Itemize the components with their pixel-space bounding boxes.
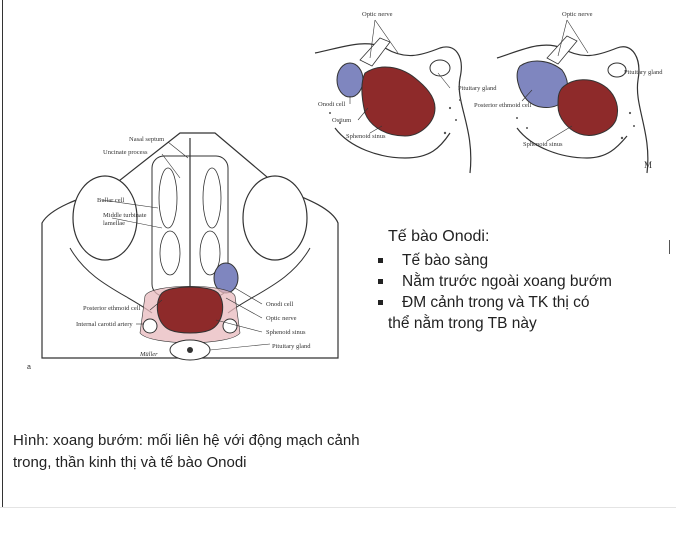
label-pituitary-gland-1: Pituitary gland	[458, 85, 497, 92]
figure-caption: Hình: xoang bướm: mối liên hệ với động m…	[13, 430, 433, 474]
label-internal-carotid-artery: Internal carotid artery	[76, 321, 133, 328]
left-carotid-artery	[142, 318, 158, 334]
label-middle-turbinate-lamellae: Middle turbinate lamellae	[103, 212, 147, 227]
sphenoid-sinus-shape	[557, 79, 619, 136]
label-optic-nerve-1: Optic nerve	[362, 11, 393, 18]
ethmoid-cells	[158, 167, 222, 276]
stray-mark	[669, 240, 670, 254]
label-onodi-cell-1: Onodi cell	[318, 101, 346, 108]
label-pituitary-gland-2: Pituitary gland	[624, 69, 663, 76]
label-ostium: Ostium	[332, 117, 352, 124]
bullet-square-icon	[378, 279, 383, 284]
caption-line-2: trong, thần kinh thị và tế bào Onodi	[13, 454, 247, 471]
label-posterior-ethmoid-cell-2: Posterior ethmoid cell	[83, 305, 141, 312]
clivus-outline	[334, 127, 451, 159]
notes-heading: Tế bào Onodi:	[388, 228, 490, 245]
corner-mark: a	[27, 364, 31, 371]
label-bullar-cell: Bullar cell	[97, 197, 125, 204]
label-sphenoid-sinus-2: Sphenoid sinus	[523, 141, 563, 148]
left-orbit	[72, 175, 138, 261]
artist-mark: M	[644, 160, 652, 170]
optic-nerve-shape	[546, 35, 578, 65]
bone-speckles	[516, 111, 635, 140]
notes-bullet-text: ĐM cảnh trong và TK thị có	[402, 294, 590, 311]
notes-bullet-3: ĐM cảnh trong và TK thị có	[378, 292, 668, 313]
notes-bullet-text: Nằm trước ngoài xoang bướm	[402, 273, 612, 290]
optic-nerve-shape	[359, 37, 391, 67]
skull-base-outline	[314, 43, 472, 174]
bottom-border-line	[0, 507, 676, 508]
label-optic-nerve-2: Optic nerve	[562, 11, 593, 18]
right-carotid-artery	[222, 318, 238, 334]
onodi-cell-shape	[336, 62, 364, 98]
bullet-square-icon	[378, 258, 383, 263]
skull-base-outline	[496, 44, 649, 174]
axial-figure	[41, 132, 339, 361]
label-onodi-cell-2: Onodi cell	[266, 301, 294, 308]
notes-bullet-1: Tế bào sàng	[378, 250, 668, 271]
notes-bullet-2: Nằm trước ngoài xoang bướm	[378, 271, 668, 292]
left-border-line	[2, 0, 3, 508]
notes-continuation: thể nằm trong TB này	[388, 315, 537, 332]
sphenoid-sinus-shape	[156, 286, 224, 334]
label-sphenoid-sinus-1: Sphenoid sinus	[346, 133, 386, 140]
notes-block: Tế bào Onodi: Tế bào sàng Nằm trước ngoà…	[378, 228, 668, 334]
label-pituitary-gland-3: Pituitary gland	[272, 343, 311, 350]
notes-bullet-text: Tế bào sàng	[402, 252, 489, 269]
clivus-outline	[516, 127, 628, 159]
caption-line-1: Hình: xoang bướm: mối liên hệ với động m…	[13, 432, 360, 449]
label-sphenoid-sinus-3: Sphenoid sinus	[266, 329, 306, 336]
pituitary-gland-shape	[607, 62, 627, 78]
label-posterior-ethmoid-cell-1: Posterior ethmoid cell	[474, 102, 532, 109]
pituitary-gland-shape	[429, 59, 451, 77]
label-optic-nerve-3: Optic nerve	[266, 315, 297, 322]
sagittal-figure-onodi	[314, 19, 472, 174]
bullet-square-icon	[378, 300, 383, 305]
pituitary-center	[187, 347, 193, 353]
artist-signature: Müller	[140, 351, 158, 358]
leader-lines	[101, 141, 271, 351]
label-nasal-septum: Nasal septum	[129, 136, 165, 143]
right-orbit	[242, 175, 308, 261]
label-uncinate-process: Uncinate process	[103, 149, 148, 156]
sagittal-figure-posterior-ethmoid: M	[496, 19, 652, 174]
sphenoid-sinus-shape	[361, 66, 436, 137]
notes-list: Tế bào sàng Nằm trước ngoài xoang bướm Đ…	[378, 250, 668, 313]
left-orbital-wall	[69, 247, 153, 314]
bone-speckles	[329, 99, 461, 135]
right-orbital-wall	[227, 247, 311, 314]
